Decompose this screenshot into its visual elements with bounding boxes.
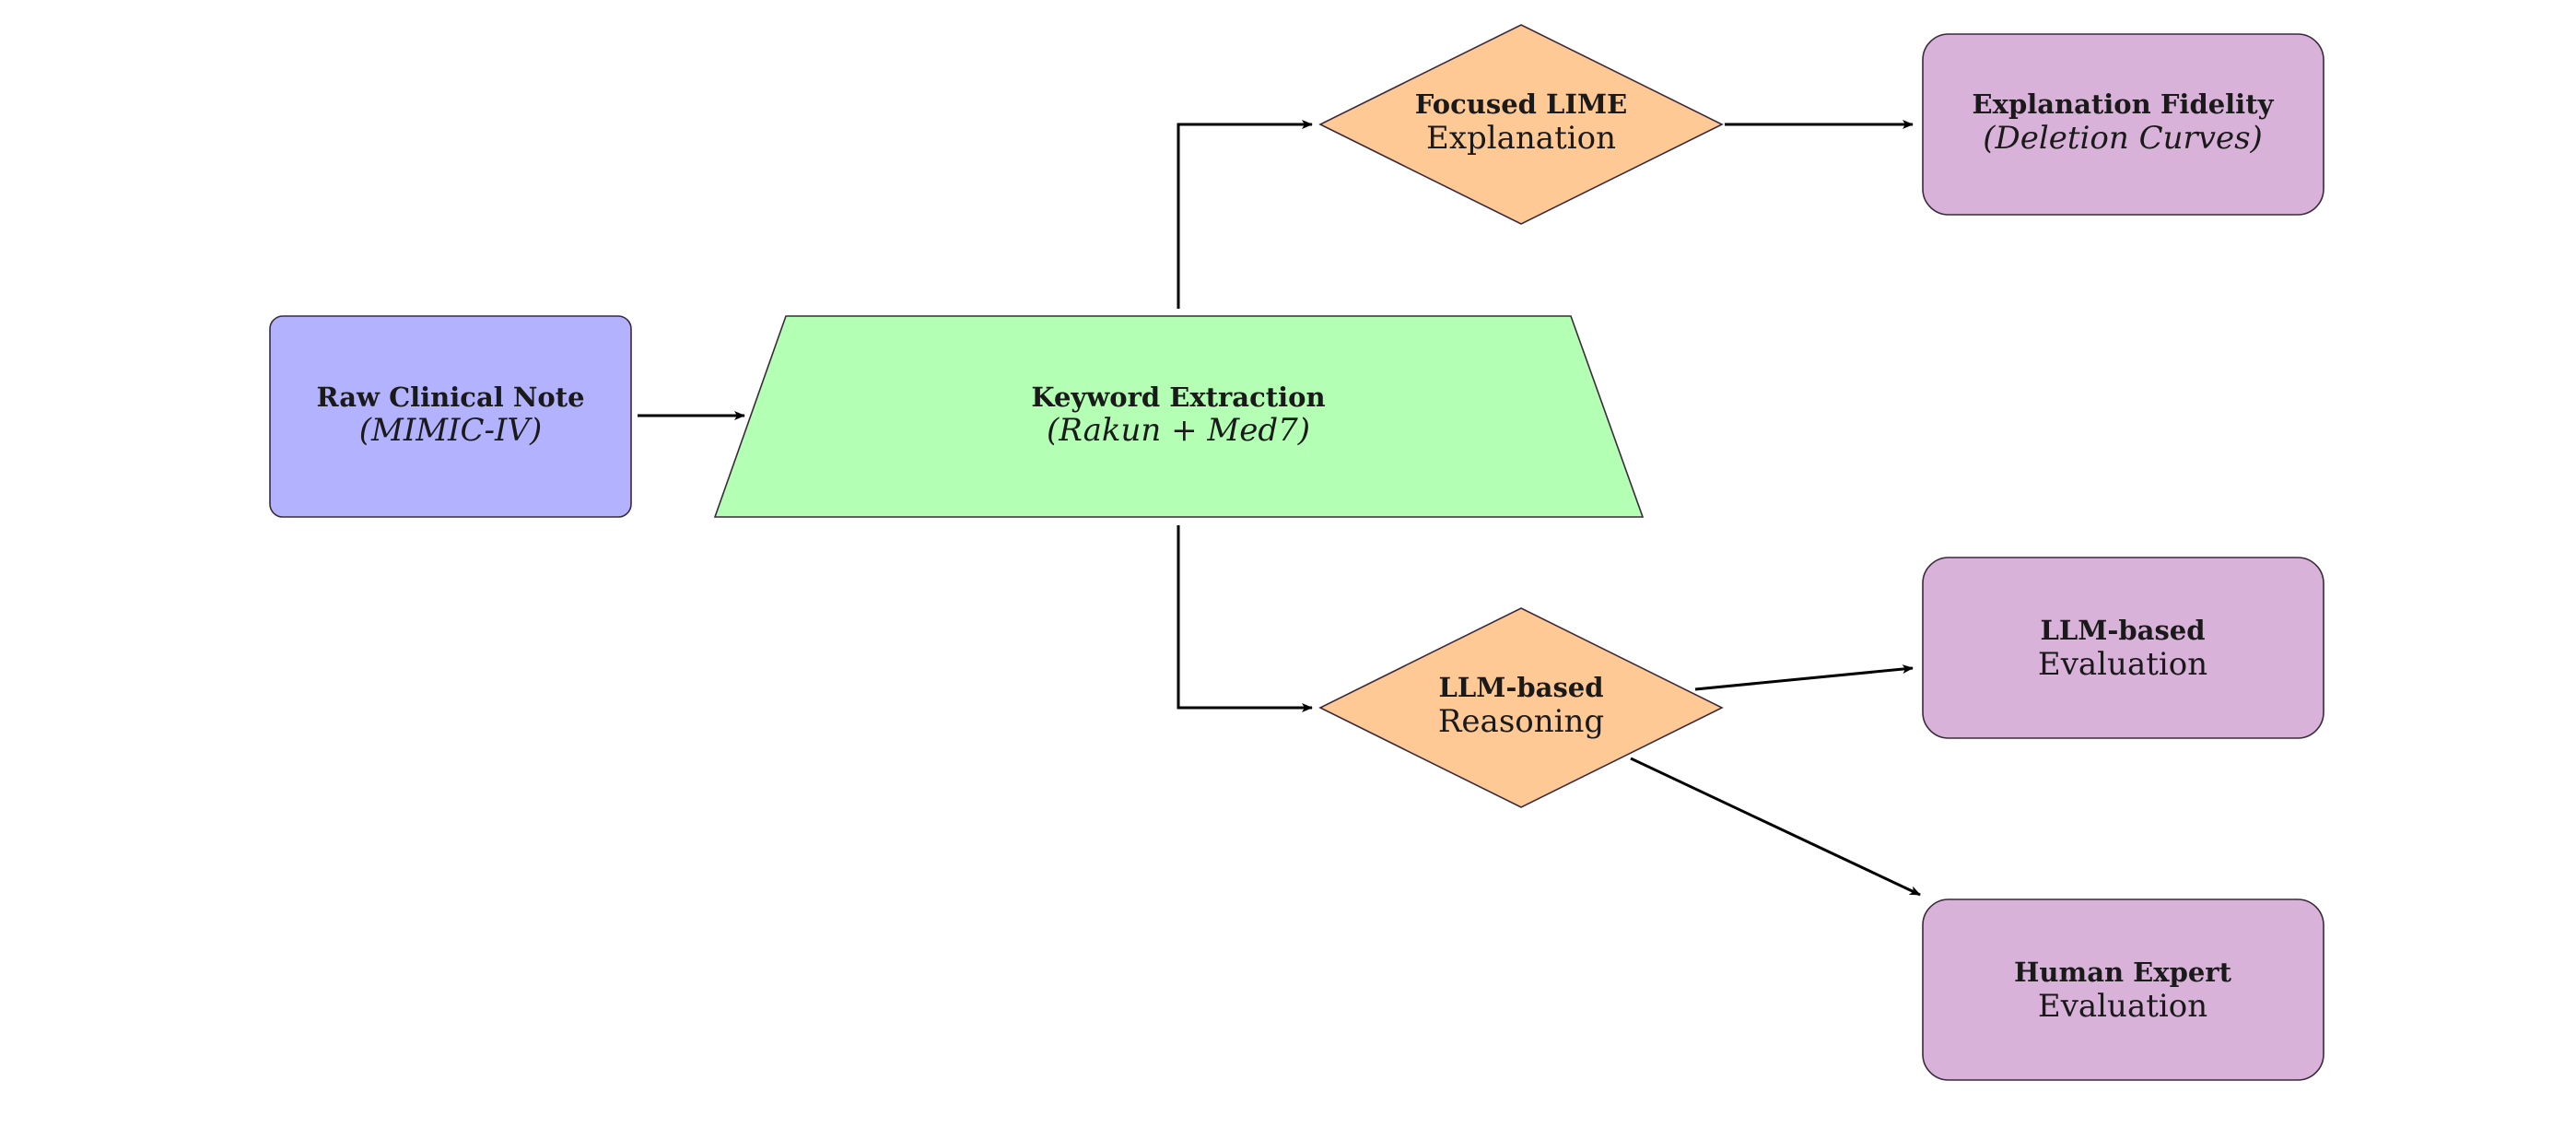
raw-clinical-note-box [269, 315, 632, 518]
edges [638, 120, 1921, 897]
human-evaluation-subtitle: Evaluation [2038, 988, 2207, 1025]
node-llm-reasoning: LLM-based Reasoning [1318, 607, 1724, 808]
node-focused-lime: Focused LIME Explanation [1318, 24, 1724, 225]
llm-evaluation-box [1922, 557, 2324, 739]
node-human-evaluation: Human Expert Evaluation [1922, 898, 2324, 1081]
focused-lime-diamond [1318, 24, 1724, 225]
node-keyword-extraction: Keyword Extraction (Rakun + Med7) [713, 315, 1645, 518]
node-explanation-fidelity: Explanation Fidelity (Deletion Curves) [1922, 33, 2324, 216]
focused-lime-title: Focused LIME [1415, 88, 1627, 120]
node-llm-evaluation: LLM-based Evaluation [1922, 557, 2324, 739]
llm-reasoning-subtitle: Reasoning [1438, 703, 1604, 740]
edge-llm-reasoning-to-llm-eval [1694, 664, 1914, 691]
human-evaluation-box [1922, 898, 2324, 1081]
keyword-extraction-trapezoid [713, 315, 1645, 518]
explanation-fidelity-box [1922, 33, 2324, 216]
keyword-extraction-title: Keyword Extraction [1031, 382, 1325, 413]
explanation-fidelity-title: Explanation Fidelity [1973, 88, 2275, 120]
edge-llm-reasoning-to-human-eval [1630, 757, 1921, 897]
human-evaluation-title: Human Expert [2014, 957, 2232, 988]
explanation-fidelity-subtitle: (Deletion Curves) [1983, 120, 2263, 157]
edge-keyword-to-lime [1177, 120, 1313, 309]
edge-keyword-to-llm-reasoning [1177, 525, 1313, 712]
llm-reasoning-diamond [1318, 607, 1724, 808]
raw-clinical-note-title: Raw Clinical Note [316, 382, 584, 413]
keyword-extraction-subtitle: (Rakun + Med7) [1047, 412, 1310, 449]
focused-lime-subtitle: Explanation [1426, 120, 1616, 157]
llm-evaluation-subtitle: Evaluation [2038, 646, 2207, 683]
node-raw-clinical-note: Raw Clinical Note (MIMIC-IV) [269, 315, 632, 518]
llm-evaluation-title: LLM-based [2040, 615, 2205, 646]
raw-clinical-note-subtitle: (MIMIC-IV) [359, 412, 543, 449]
llm-reasoning-title: LLM-based [1438, 672, 1603, 703]
